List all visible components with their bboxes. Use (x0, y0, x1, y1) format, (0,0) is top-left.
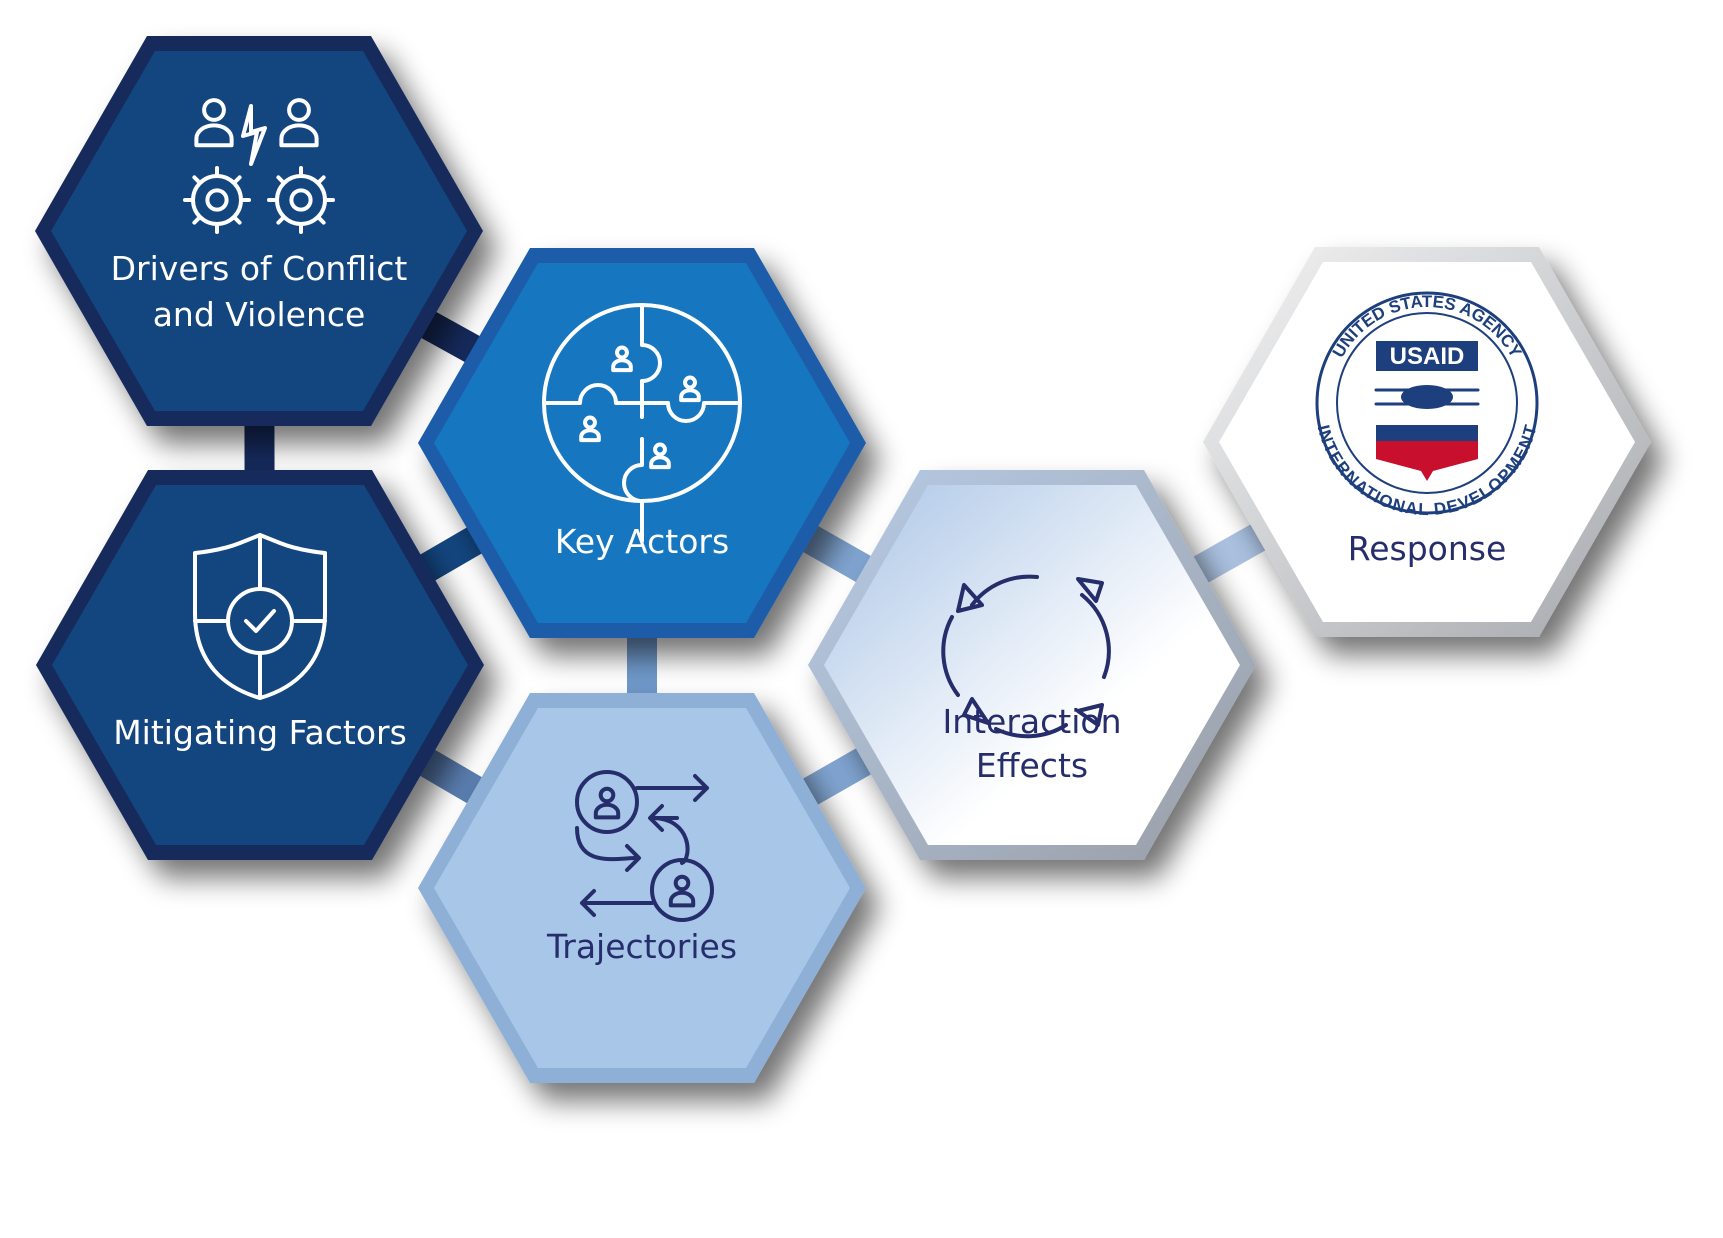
hexagon-face (51, 51, 467, 411)
hexagon-label: Effects (976, 746, 1088, 785)
puzzle-people-icon (542, 303, 742, 543)
hexagon-trajectories[interactable]: Trajectories (418, 693, 866, 1083)
cycle-arrows-icon (941, 574, 1111, 739)
hexagon-label: Mitigating Factors (113, 713, 407, 752)
hexagon-label: Key Actors (555, 522, 729, 561)
hexagon-label: and Violence (153, 295, 366, 334)
hexagon-label: Interaction (942, 702, 1121, 741)
people-conflict-gears-icon (183, 98, 335, 234)
people-arrows-icon (575, 770, 714, 922)
hexagon-label: Drivers of Conflict (111, 249, 408, 288)
hexagon-drivers[interactable]: Drivers of Conflict and Violence (35, 36, 483, 426)
hexagon-actors[interactable]: Key Actors (418, 248, 866, 638)
hexagon-mitigating[interactable]: Mitigating Factors (36, 470, 484, 860)
hexagon-face (434, 708, 850, 1068)
hexagon-label: Response (1348, 529, 1507, 568)
shield-check-icon (193, 533, 327, 700)
hexagon-face (824, 485, 1240, 845)
connectors (244, 217, 1435, 902)
svg-text:USAID: USAID (1390, 343, 1465, 370)
hexagon-label: Trajectories (546, 927, 737, 966)
